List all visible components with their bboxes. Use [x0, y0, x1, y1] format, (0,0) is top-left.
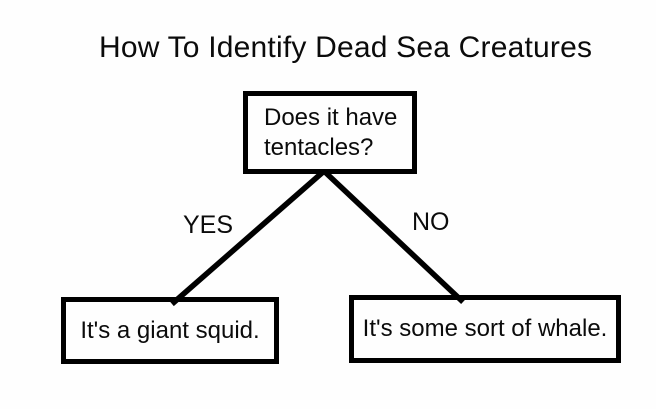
no-edge-label: NO: [412, 208, 450, 236]
no-edge-line: [323, 169, 465, 305]
result-node-squid-text: It's a giant squid.: [80, 316, 260, 344]
decision-node-tentacles: Does it have tentacles?: [243, 91, 417, 174]
decision-node-text: Does it have tentacles?: [264, 103, 398, 161]
result-node-whale: It's some sort of whale.: [349, 295, 621, 363]
result-node-squid: It's a giant squid.: [61, 297, 279, 364]
diagram-title: How To Identify Dead Sea Creatures: [99, 31, 593, 64]
yes-edge-label: YES: [183, 211, 234, 239]
result-node-whale-text: It's some sort of whale.: [362, 315, 608, 342]
